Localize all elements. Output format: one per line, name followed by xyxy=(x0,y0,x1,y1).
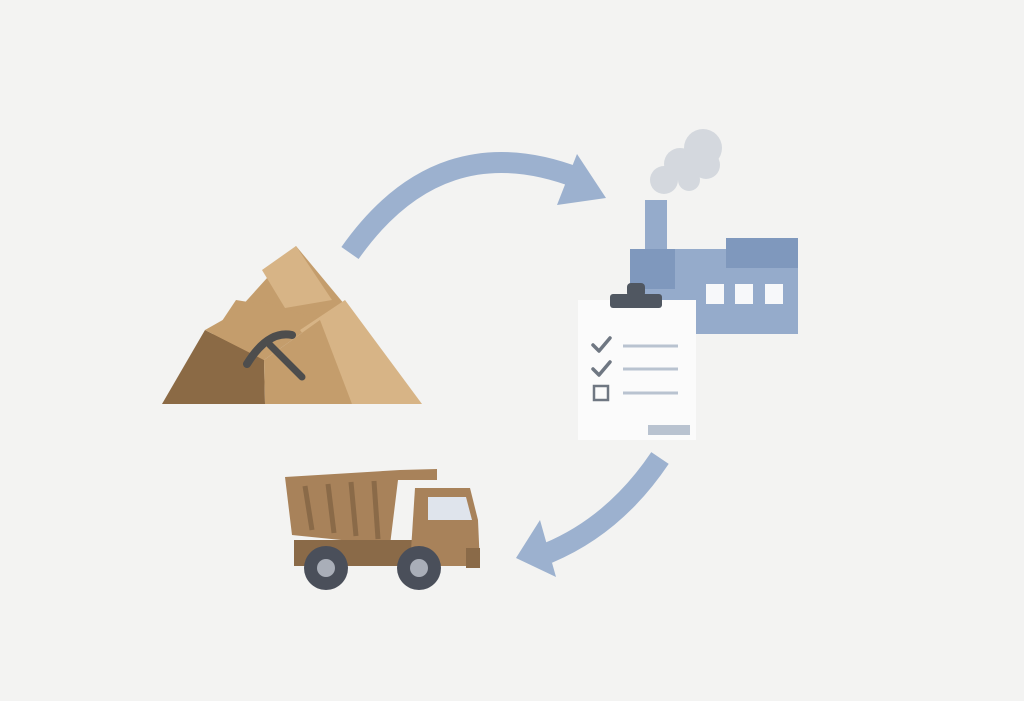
arrow-head xyxy=(557,154,606,205)
arrow-mine-to-factory xyxy=(341,151,606,260)
checklist-item xyxy=(591,336,678,353)
arrow-inspection-to-transport xyxy=(516,452,669,577)
curved-arrow-icon xyxy=(543,452,669,563)
truck-bed-ribs xyxy=(302,480,381,540)
factory-chimney xyxy=(645,200,667,255)
signature-bar xyxy=(648,425,690,435)
checkmark-icon xyxy=(591,336,612,353)
clipboard-checklist-icon xyxy=(578,283,696,440)
pickaxe-icon xyxy=(243,330,306,381)
checklist-item xyxy=(592,384,678,402)
clipboard-clip xyxy=(610,294,662,308)
truck-dump-bed xyxy=(285,469,437,545)
factory-windows xyxy=(706,284,783,304)
truck-wheel xyxy=(397,546,441,590)
curved-arrow-icon xyxy=(341,151,582,260)
mine-mountain-icon xyxy=(162,246,422,404)
truck-window xyxy=(428,497,472,520)
checklist-item xyxy=(591,360,678,377)
checkbox-icon xyxy=(592,384,610,402)
arrow-head xyxy=(516,520,556,577)
truck-wheel xyxy=(304,546,348,590)
dump-truck-icon xyxy=(285,469,480,590)
smoke-icon xyxy=(650,129,722,194)
checkmark-icon xyxy=(591,360,612,377)
factory-upper-block xyxy=(726,238,798,268)
